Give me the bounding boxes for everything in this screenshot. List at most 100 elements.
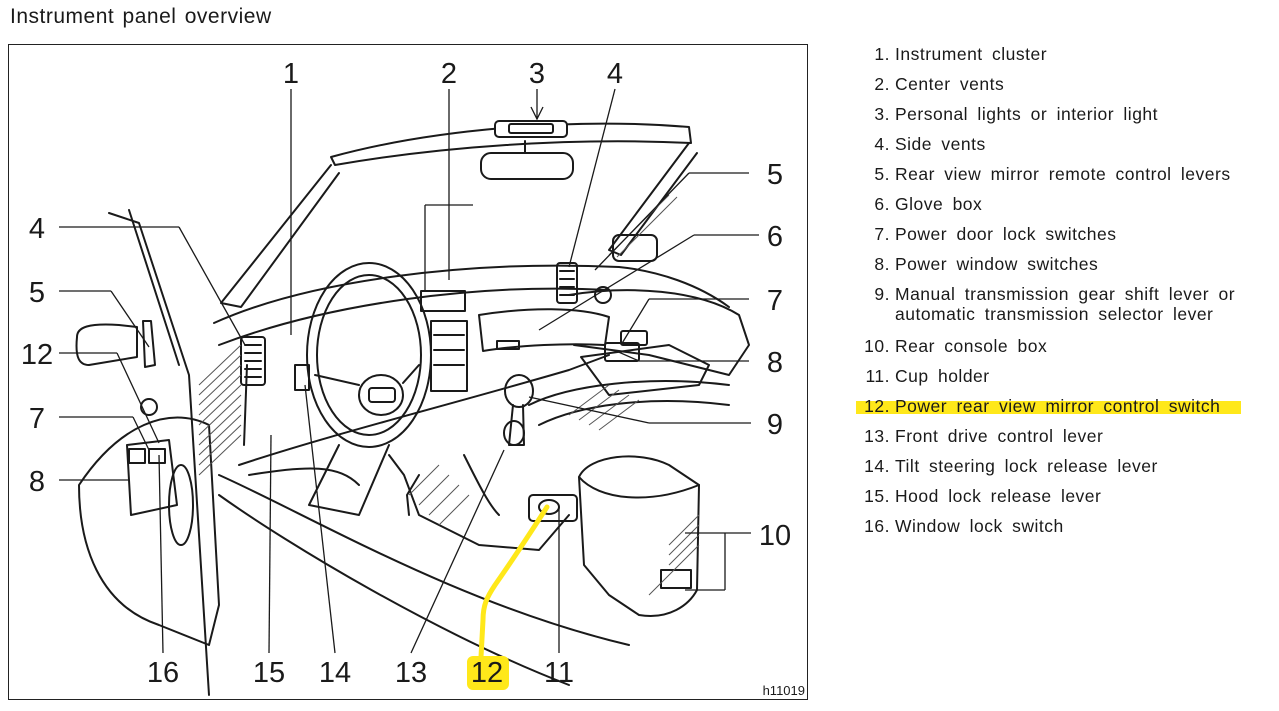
legend-label: Power window switches (895, 254, 1276, 274)
legend-label-line: Personal lights or interior light (895, 104, 1159, 124)
callout-1: 1 (283, 58, 299, 90)
hatching (198, 194, 700, 596)
callout-5-left: 5 (29, 277, 45, 309)
legend-item: 6.Glove box (856, 194, 1276, 214)
callout-12-left: 12 (21, 339, 53, 371)
leader-14 (304, 384, 336, 654)
callout-11: 11 (544, 657, 574, 689)
legend-item: 11.Cup holder (856, 366, 1276, 386)
legend-label: Power door lock switches (895, 224, 1276, 244)
legend-item: 12.Power rear view mirror control switch (856, 396, 1276, 416)
highlight-box-12 (467, 656, 509, 690)
callout-7-right: 7 (767, 285, 783, 317)
instrument-panel-figure: 1 2 3 4 5 6 7 8 9 10 11 12 13 14 15 16 4… (8, 44, 808, 700)
callout-7-left: 7 (29, 403, 45, 435)
callout-13: 13 (395, 657, 427, 689)
legend-number: 14. (864, 456, 890, 476)
legend-label-line: automatic transmission selector lever (895, 304, 1214, 324)
legend-item: 5.Rear view mirror remote control levers (856, 164, 1276, 184)
legend-item: 13.Front drive control lever (856, 426, 1276, 446)
page-title: Instrument panel overview (10, 5, 272, 28)
legend-number: 9. (874, 284, 890, 304)
callout-14: 14 (319, 657, 351, 689)
legend-number: 15. (864, 486, 890, 506)
legend-item: 16.Window lock switch (856, 516, 1276, 536)
legend-number: 12. (864, 396, 890, 416)
legend-number: 3. (874, 104, 890, 124)
legend-item: 2.Center vents (856, 74, 1276, 94)
legend-label: Tilt steering lock release lever (895, 456, 1276, 476)
legend-label: Center vents (895, 74, 1276, 94)
legend-number: 6. (874, 194, 890, 214)
legend-number: 4. (874, 134, 890, 154)
callout-15: 15 (253, 657, 285, 689)
legend-label: Hood lock release lever (895, 486, 1276, 506)
callout-10: 10 (759, 520, 791, 552)
callout-3: 3 (529, 58, 545, 90)
legend-number: 2. (874, 74, 890, 94)
legend-item: 15.Hood lock release lever (856, 486, 1276, 506)
diagram-canvas: 1 2 3 4 5 6 7 8 9 10 11 12 13 14 15 16 4… (21, 58, 805, 698)
legend-label: Cup holder (895, 366, 1276, 386)
legend-label-line: Hood lock release lever (895, 486, 1102, 506)
legend-label-line: Glove box (895, 194, 983, 214)
legend-number: 5. (874, 164, 890, 184)
car-interior-drawing (75, 120, 750, 696)
legend-label-line: Tilt steering lock release lever (895, 456, 1158, 476)
legend-item: 10.Rear console box (856, 336, 1276, 356)
legend-label-line: Power window switches (895, 254, 1099, 274)
legend-label-line: Rear console box (895, 336, 1048, 356)
highlight-leader-12 (478, 504, 550, 660)
legend-label-line: Cup holder (895, 366, 990, 386)
legend-label: Rear view mirror remote control levers (895, 164, 1276, 184)
figure-id: h11019 (763, 683, 805, 698)
leader-4-top (568, 88, 616, 268)
legend-number: 1. (874, 44, 890, 64)
legend-number: 8. (874, 254, 890, 274)
legend-item: 3.Personal lights or interior light (856, 104, 1276, 124)
leader-15 (268, 434, 272, 654)
callout-9: 9 (767, 409, 783, 441)
callout-8-left: 8 (29, 466, 45, 498)
legend-label-line: Window lock switch (895, 516, 1064, 536)
legend-number: 11. (865, 366, 890, 386)
legend-label-line: Rear view mirror remote control levers (895, 164, 1231, 184)
legend-number: 10. (864, 336, 890, 356)
legend-label-line: Power door lock switches (895, 224, 1117, 244)
callout-8-right: 8 (767, 347, 783, 379)
legend-item: 7.Power door lock switches (856, 224, 1276, 244)
legend-item: 8.Power window switches (856, 254, 1276, 274)
callout-numbers: 1 2 3 4 5 6 7 8 9 10 11 12 13 14 15 16 4… (21, 58, 791, 689)
legend-label: Glove box (895, 194, 1276, 214)
legend-item: 4.Side vents (856, 134, 1276, 154)
leader-16 (158, 454, 164, 654)
legend-item: 14.Tilt steering lock release lever (856, 456, 1276, 476)
callout-4-left: 4 (29, 213, 45, 245)
legend-item: 1.Instrument cluster (856, 44, 1276, 64)
legend-label: Rear console box (895, 336, 1276, 356)
callout-2: 2 (441, 58, 457, 90)
callout-6: 6 (767, 221, 783, 253)
legend-label: Front drive control lever (895, 426, 1276, 446)
legend-label-line: Side vents (895, 134, 986, 154)
legend-label-line: Power rear view mirror control switch (895, 396, 1221, 416)
legend-label-line: Center vents (895, 74, 1005, 94)
callout-5-right: 5 (767, 159, 783, 191)
legend-label-line: Manual transmission gear shift lever or (895, 284, 1236, 304)
legend-number: 16. (864, 516, 890, 536)
legend-label: Side vents (895, 134, 1276, 154)
legend-highlight (856, 401, 1241, 414)
legend-label: Window lock switch (895, 516, 1276, 536)
leader-lines (59, 88, 759, 654)
legend-label-line: Instrument cluster (895, 44, 1048, 64)
legend-number: 7. (874, 224, 890, 244)
leader-13 (410, 449, 505, 654)
callout-4-top: 4 (607, 58, 623, 90)
legend-label: Personal lights or interior light (895, 104, 1276, 124)
legend-item: 9.Manual transmission gear shift lever o… (856, 284, 1276, 324)
legend-number: 13. (864, 426, 890, 446)
callout-16: 16 (147, 657, 179, 689)
legend-label-line: Front drive control lever (895, 426, 1104, 446)
callout-12-bottom: 12 (471, 657, 503, 689)
